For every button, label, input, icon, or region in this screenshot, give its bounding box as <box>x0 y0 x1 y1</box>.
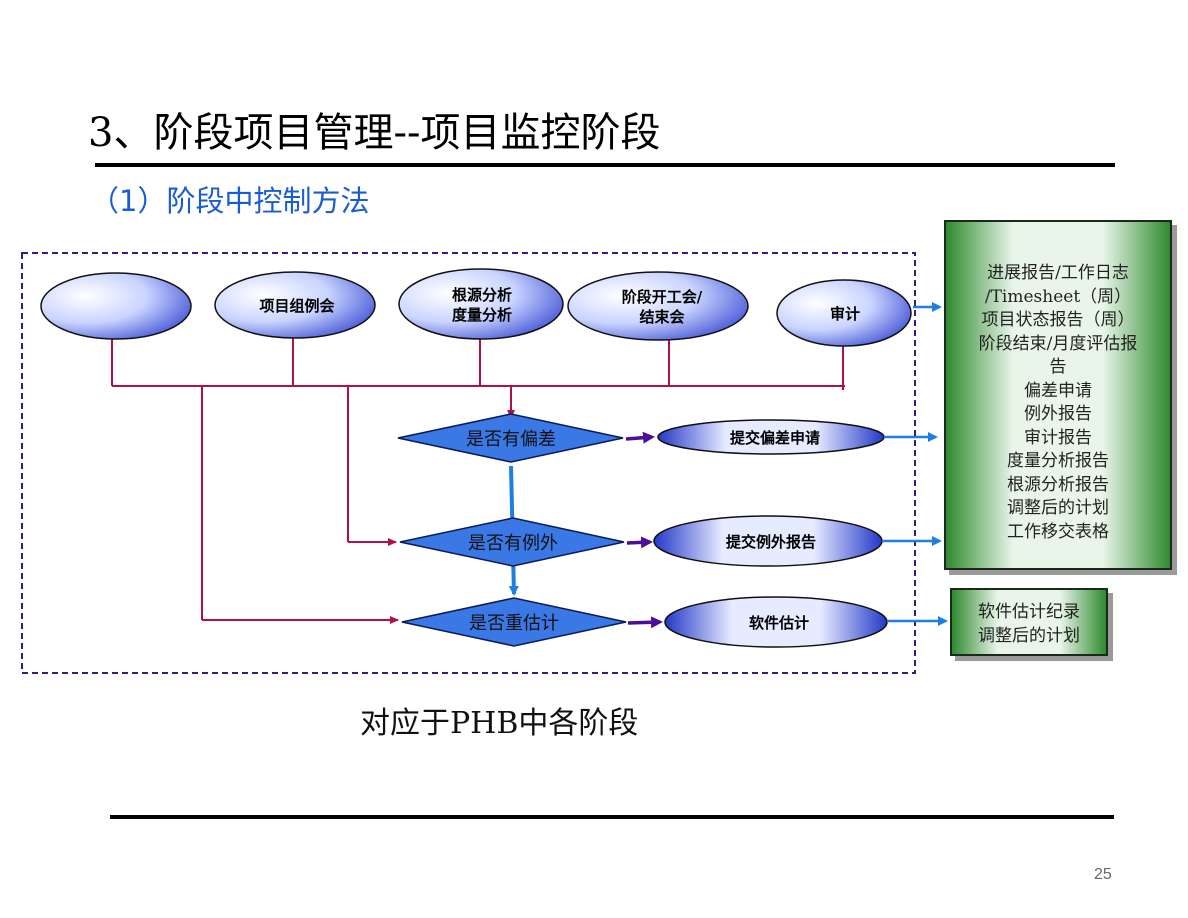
action-submit-exception-label: 提交例外报告 <box>726 533 816 551</box>
ellipse-connectors <box>111 338 845 624</box>
output-item: 阶段结束/月度评估报 <box>978 333 1138 354</box>
ellipse-kickoff-line1: 阶段开工会/ <box>622 288 703 306</box>
ellipse-blank <box>40 272 192 340</box>
footer-rule <box>110 815 1114 819</box>
output-item: 调整后的计划 <box>978 626 1080 646</box>
decision-reestimate-label: 是否重估计 <box>469 613 559 634</box>
decision-exception-label: 是否有例外 <box>468 533 558 554</box>
ellipse-kickoff-line2: 结束会 <box>639 308 684 326</box>
diagram-caption: 对应于PHB中各阶段 <box>360 706 639 741</box>
ellipse-project-meeting-label: 项目组例会 <box>259 297 334 315</box>
ellipse-root-cause-line1: 根源分析 <box>452 286 512 304</box>
action-software-estimate-label: 软件估计 <box>749 614 809 632</box>
ellipse-project-meeting: 项目组例会 <box>214 271 376 339</box>
ellipse-audit: 审计 <box>776 279 912 347</box>
decision-deviation: 是否有偏差 <box>397 413 624 463</box>
action-submit-exception: 提交例外报告 <box>653 515 883 567</box>
output-item: 偏差申请 <box>1024 380 1092 401</box>
output-item: /Timesheet（周） <box>984 286 1132 307</box>
action-submit-deviation-label: 提交偏差申请 <box>730 429 820 447</box>
ellipse-kickoff: 阶段开工会/ 结束会 <box>567 271 749 341</box>
decision-to-action-arrows <box>625 431 663 629</box>
page-number: 25 <box>1094 866 1112 883</box>
output-item: 度量分析报告 <box>1007 451 1109 471</box>
ellipse-root-cause: 根源分析 度量分析 <box>398 268 564 340</box>
ellipse-root-cause-line2: 度量分析 <box>452 306 512 324</box>
action-software-estimate: 软件估计 <box>664 596 888 648</box>
title-underline <box>95 163 1115 167</box>
outputs-main-box: 进展报告/工作日志 /Timesheet（周） 项目状态报告（周） 阶段结束/月… <box>944 220 1172 570</box>
output-item: 工作移交表格 <box>1007 521 1109 542</box>
ellipse-audit-label: 审计 <box>830 305 860 323</box>
output-item: 调整后的计划 <box>1007 498 1109 518</box>
output-item: 根源分析报告 <box>1007 474 1109 495</box>
output-item: 项目状态报告（周） <box>981 310 1135 330</box>
decision-reestimate: 是否重估计 <box>401 597 627 647</box>
output-item: 软件估计纪录 <box>978 602 1080 622</box>
output-arrows <box>882 302 948 626</box>
section-subtitle: （1）阶段中控制方法 <box>90 184 370 218</box>
output-item: 告 <box>1049 357 1067 377</box>
action-submit-deviation: 提交偏差申请 <box>657 419 885 455</box>
output-item: 审计报告 <box>1024 427 1092 448</box>
outputs-estimate-box: 软件估计纪录 调整后的计划 <box>950 588 1108 656</box>
output-item: 例外报告 <box>1024 404 1092 424</box>
phase-boundary-frame <box>21 252 916 674</box>
output-item: 进展报告/工作日志 <box>987 263 1129 283</box>
page-title: 3、阶段项目管理--项目监控阶段 <box>88 110 661 156</box>
decision-deviation-label: 是否有偏差 <box>466 429 556 450</box>
decision-exception: 是否有例外 <box>399 517 625 567</box>
